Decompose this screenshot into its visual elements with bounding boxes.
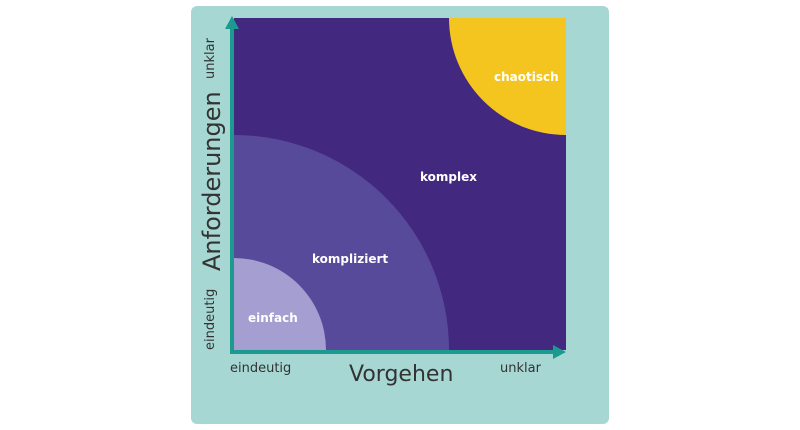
label-chaotisch: chaotisch: [494, 70, 559, 84]
label-einfach: einfach: [248, 311, 298, 325]
x-axis-low-label: eindeutig: [230, 361, 292, 376]
label-komplex: komplex: [420, 170, 477, 184]
diagram-panel: einfach kompliziert komplex chaotisch un…: [191, 6, 609, 424]
plot-area: einfach kompliziert komplex chaotisch: [234, 18, 566, 350]
x-axis-high-label: unklar: [500, 361, 541, 376]
x-axis-line: [230, 350, 555, 354]
y-axis-title: Anforderungen: [198, 91, 226, 271]
y-axis-arrow-icon: [225, 16, 239, 29]
y-axis-low-label: eindeutig: [203, 288, 218, 350]
y-axis-high-label: unklar: [203, 38, 218, 79]
y-axis-line: [230, 24, 234, 354]
x-axis-arrow-icon: [553, 345, 566, 359]
label-kompliziert: kompliziert: [312, 252, 389, 266]
x-axis-title: Vorgehen: [349, 362, 454, 387]
